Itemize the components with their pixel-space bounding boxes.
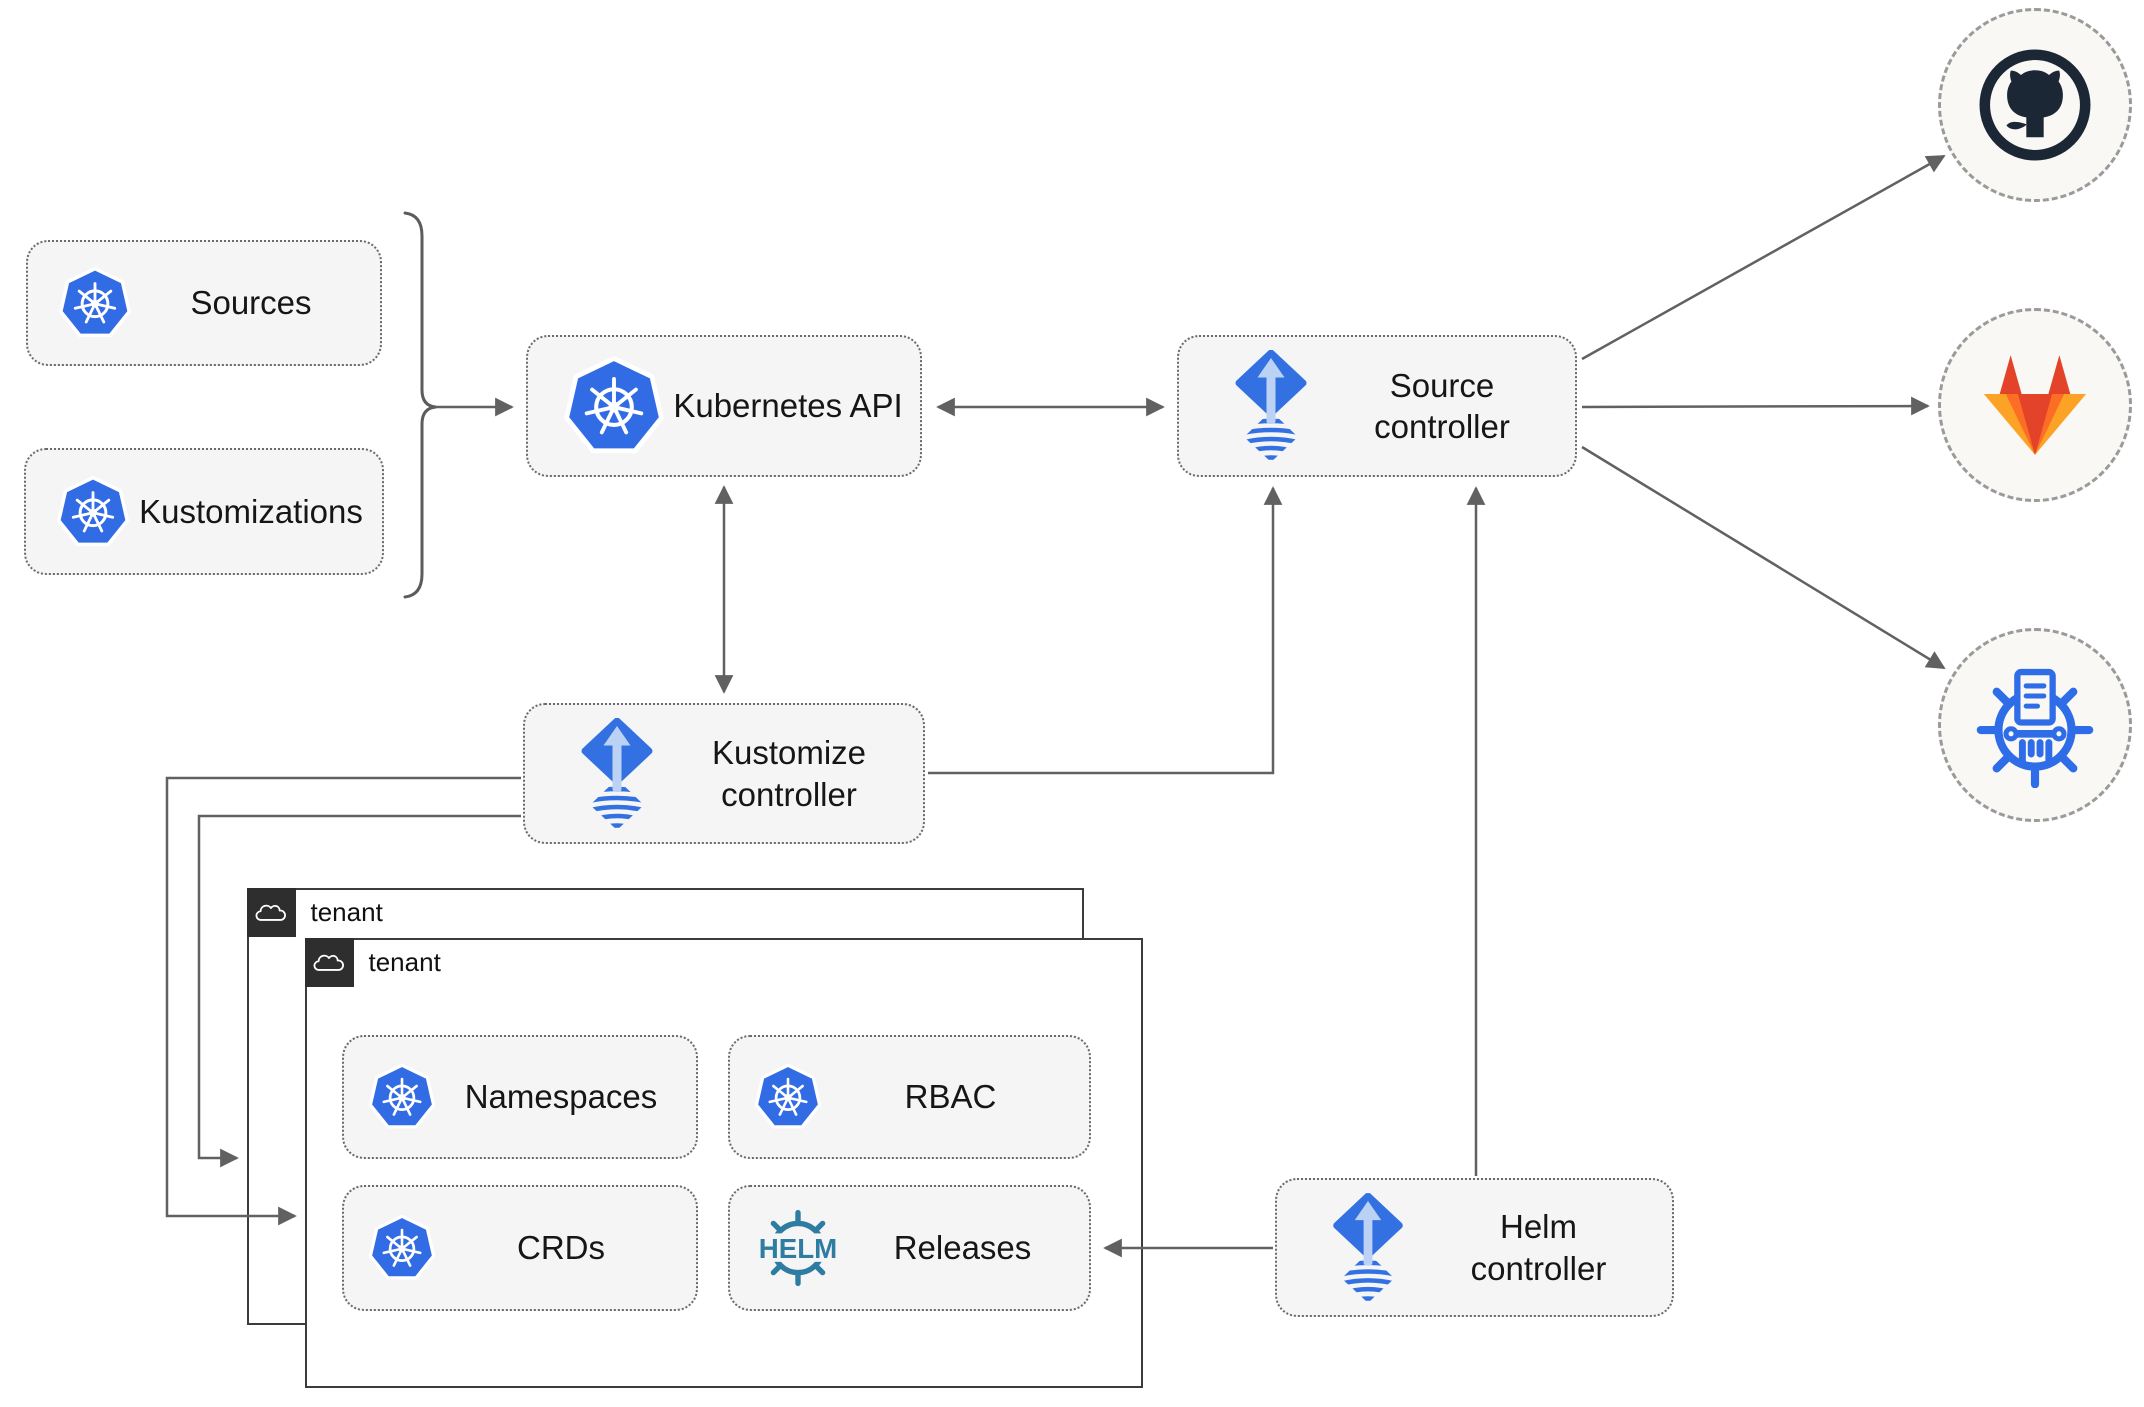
flux-icon	[567, 718, 667, 830]
arrow-source-to-github	[1581, 154, 1946, 361]
github-icon	[1979, 49, 2091, 161]
tenant-tab	[304, 937, 354, 987]
tenant-box-front: tenant	[304, 937, 1143, 1388]
arrow-kustomize-to-source-controller	[928, 486, 1283, 775]
flux-icon	[1319, 1193, 1417, 1303]
node-kubernetes-api: Kubernetes API	[526, 335, 922, 477]
cloud-icon	[255, 904, 286, 921]
node-label: Kustomizations	[139, 492, 363, 530]
node-kustomize-controller: Kustomize controller	[523, 703, 925, 844]
grouping-bracket	[403, 211, 437, 599]
tenant-label: tenant	[310, 896, 383, 927]
tenant-tab	[246, 887, 296, 937]
kustomize-icon	[1976, 668, 2094, 788]
arrow-source-to-gitlab	[1581, 396, 1930, 416]
node-helm-controller: Helm controller	[1275, 1178, 1674, 1317]
node-crds: CRDs	[342, 1185, 698, 1311]
node-label: Source controller	[1374, 366, 1510, 445]
node-label: Namespaces	[464, 1078, 658, 1116]
node-label: CRDs	[517, 1229, 605, 1267]
node-namespaces: Namespaces	[342, 1035, 698, 1159]
node-label: Sources	[190, 284, 312, 322]
tenant-header: tenant	[246, 887, 383, 937]
node-label: Kustomize controller	[711, 734, 867, 813]
endpoint-github	[1938, 8, 2132, 202]
helm-icon: HELM	[752, 1209, 844, 1287]
node-source-controller: Source controller	[1177, 335, 1577, 477]
flux-icon	[1221, 350, 1321, 462]
kubernetes-icon	[56, 264, 134, 342]
tenant-label: tenant	[368, 946, 441, 977]
node-sources: Sources	[26, 240, 382, 366]
kubernetes-icon	[752, 1061, 824, 1133]
node-rbac: RBAC	[728, 1035, 1091, 1159]
gitlab-icon	[1983, 355, 2087, 455]
arrow-source-to-kustomize	[1581, 445, 1946, 670]
node-label: Helm controller	[1470, 1208, 1607, 1287]
node-label: Kubernetes API	[673, 387, 903, 425]
kubernetes-icon	[54, 473, 132, 551]
endpoint-gitlab	[1938, 308, 2132, 502]
node-releases: HELM Releases	[728, 1185, 1091, 1311]
helm-logo-text: HELM	[759, 1233, 837, 1264]
node-kustomizations: Kustomizations	[24, 448, 384, 575]
cloud-icon	[313, 954, 344, 971]
node-label: RBAC	[904, 1078, 997, 1116]
endpoint-kustomize	[1938, 628, 2132, 822]
kubernetes-icon	[366, 1061, 438, 1133]
kubernetes-icon	[560, 352, 668, 460]
kubernetes-icon	[366, 1212, 438, 1284]
node-label: Releases	[893, 1229, 1032, 1267]
tenant-header: tenant	[304, 937, 441, 987]
